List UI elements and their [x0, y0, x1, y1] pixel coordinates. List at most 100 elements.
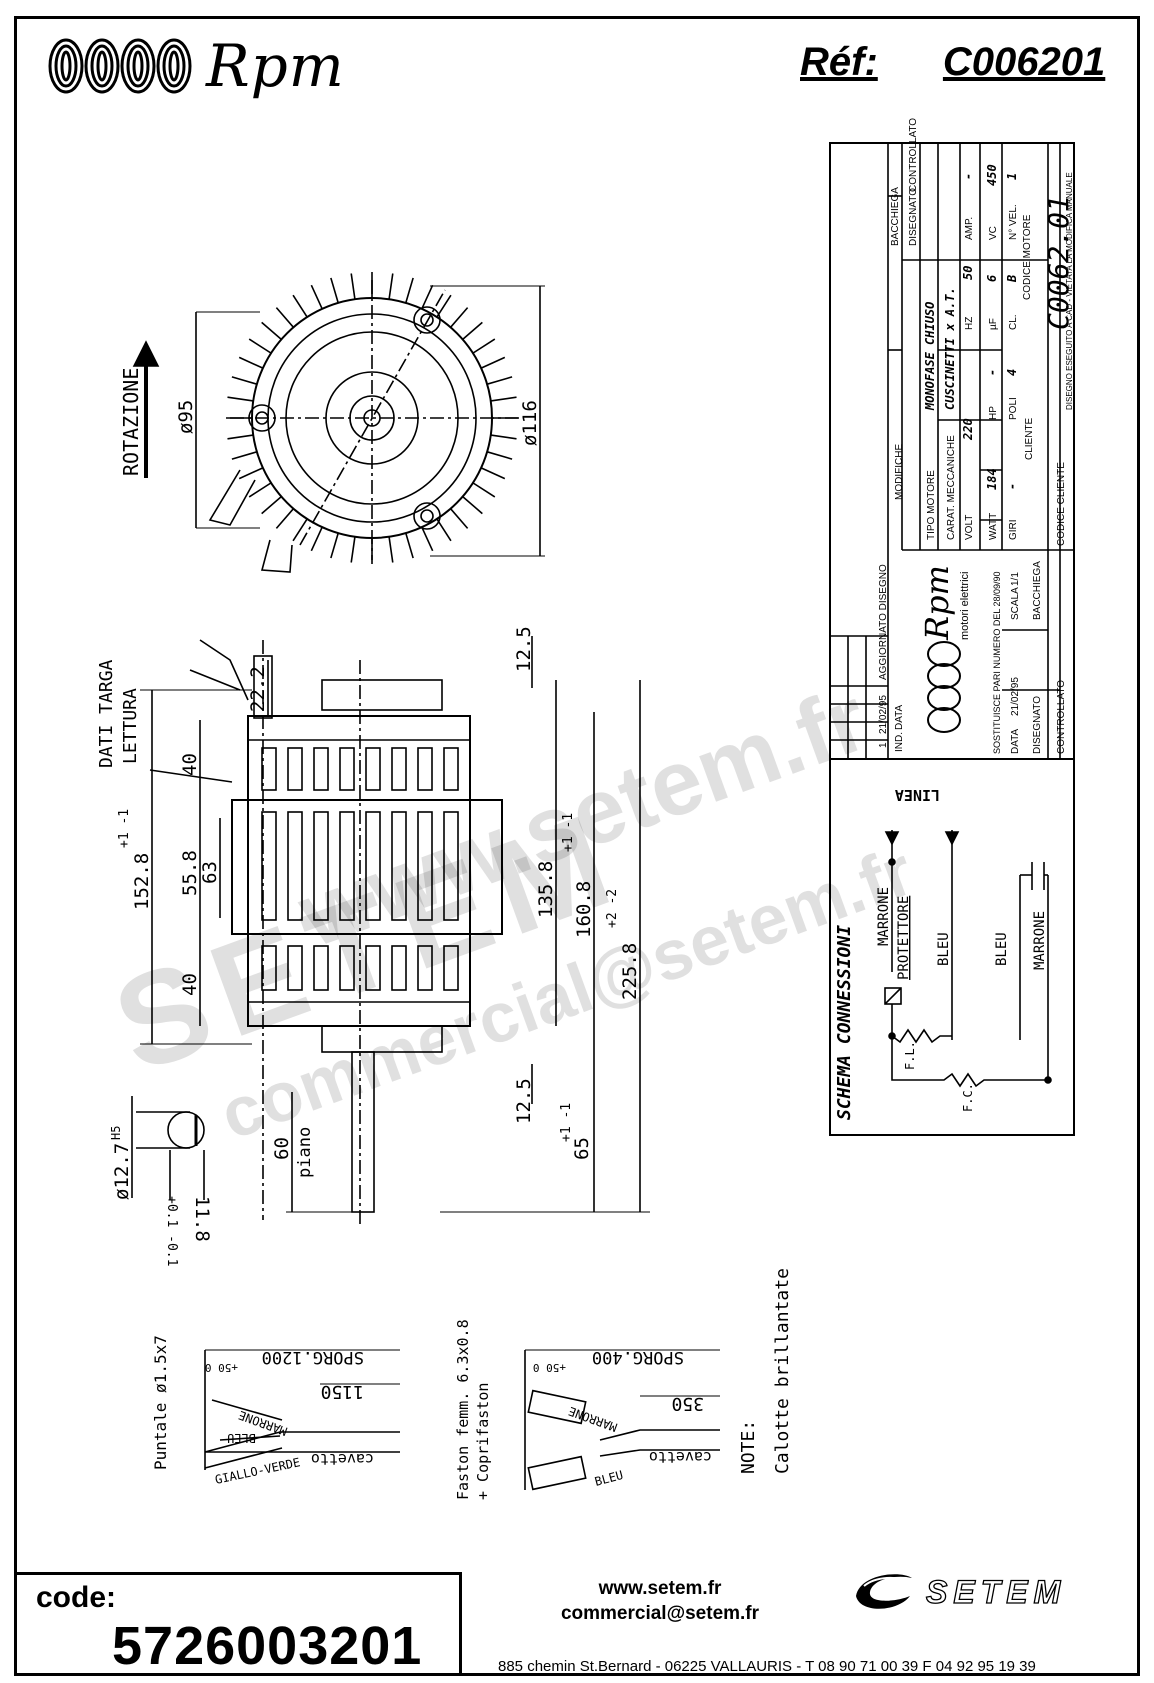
- dim-65: 65: [571, 1137, 593, 1160]
- piano-label: piano: [295, 1127, 315, 1178]
- fin: [405, 532, 414, 559]
- dim-63: 63: [199, 861, 221, 884]
- fin: [490, 434, 517, 440]
- fin: [486, 376, 513, 385]
- tb-carat: CARAT. MECCANICHE: [946, 435, 957, 540]
- fin: [449, 508, 469, 529]
- slot: [391, 811, 407, 921]
- fin: [472, 482, 496, 498]
- fin: [421, 526, 434, 552]
- slot: [339, 945, 355, 991]
- fin: [275, 307, 295, 328]
- tb-uf: µF: [988, 318, 999, 330]
- slot: [443, 811, 459, 921]
- tb-hz: HZ: [964, 317, 975, 330]
- code-value: 5726003201: [112, 1616, 423, 1676]
- fin: [462, 495, 483, 515]
- schema-protettore: PROTETTORE: [896, 896, 912, 980]
- dim-152: 152.8: [131, 853, 153, 910]
- tb-poli-val: 4: [1005, 369, 1019, 376]
- tb-sostituisce: SOSTITUISCE PARI NUMERO DEL 28/09/90: [992, 571, 1002, 754]
- connection-schema: [829, 758, 1075, 1136]
- sporg-400: SPORG.400: [592, 1347, 684, 1367]
- schema-marrone1: MARRONE: [876, 887, 892, 946]
- tb-vc-val: 450: [985, 164, 999, 186]
- tb-aggiornato: AGGIORNATO DISEGNO: [878, 564, 889, 680]
- slot: [313, 811, 329, 921]
- tb-volt: VOLT: [964, 515, 975, 540]
- tb-amp: AMP.: [964, 217, 975, 240]
- dim-40-top: 40: [179, 753, 201, 776]
- tb-vc: VC: [988, 226, 999, 240]
- reference: Réf: C006201: [800, 40, 1105, 85]
- fin: [350, 536, 356, 563]
- slot: [417, 945, 433, 991]
- dim-12-top: 12.5: [513, 626, 535, 672]
- setem-wordmark: SETEM: [925, 1573, 1067, 1610]
- tb-giri-val: -: [1005, 483, 1019, 490]
- fin: [310, 526, 323, 552]
- tb-hz-val: 50: [961, 266, 975, 280]
- tb-motori: motori elettrici: [959, 572, 971, 640]
- address: 885 chemin St.Bernard - 06225 VALLAURIS …: [498, 1658, 1036, 1675]
- fin: [292, 294, 308, 318]
- slot: [261, 811, 277, 921]
- slot: [443, 747, 459, 791]
- fin: [405, 277, 414, 304]
- tb-cliente: CLIENTE: [1024, 417, 1035, 460]
- tb-bacchiega-hdr: BACCHIEGA: [890, 187, 901, 246]
- fin: [350, 273, 356, 300]
- fin: [310, 284, 323, 310]
- schema-bleu1: BLEU: [936, 932, 952, 966]
- dim-40-bottom: 40: [179, 973, 201, 996]
- slot: [261, 747, 277, 791]
- cable-drawing-1: [204, 1349, 400, 1470]
- slot: [365, 747, 381, 791]
- cable1-giallo: GIALLO-VERDE: [214, 1455, 302, 1487]
- cable2-cavetto: cavetto: [649, 1448, 712, 1466]
- contact-block: www.setem.fr commercial@setem.fr: [500, 1576, 820, 1626]
- tb-controllato-hdr: CONTROLLATO: [908, 118, 919, 192]
- slot: [287, 945, 303, 991]
- tb-volt-val: 220: [961, 418, 975, 441]
- note-label: NOTE:: [738, 1420, 759, 1474]
- tb-hp: HP: [988, 406, 999, 420]
- fin: [238, 467, 264, 480]
- slot: [287, 747, 303, 791]
- cable1-bleu: BLEU: [227, 1431, 256, 1445]
- slot: [261, 945, 277, 991]
- slot: [417, 747, 433, 791]
- fin: [292, 518, 308, 542]
- fin: [261, 321, 282, 341]
- tb-scala-val: 1/1: [1010, 572, 1021, 586]
- fin: [480, 467, 506, 480]
- fin: [227, 396, 254, 402]
- schema-title: SCHEMA CONNESSIONI: [834, 925, 855, 1120]
- tb-cl-val: B: [1005, 275, 1019, 283]
- fin: [436, 518, 452, 542]
- fin: [261, 495, 282, 515]
- website-link[interactable]: www.setem.fr: [598, 1578, 722, 1599]
- code-label: code:: [36, 1581, 117, 1614]
- fin: [436, 294, 452, 318]
- sporg-1200: SPORG.1200: [262, 1347, 364, 1367]
- dim-65-tol: +1 -1: [559, 1103, 574, 1142]
- dim-12-bottom: 12.5: [513, 1078, 535, 1124]
- schema-marrone2: MARRONE: [1032, 911, 1048, 970]
- fin: [388, 536, 394, 563]
- tb-modifiche: MODIFICHE: [894, 444, 905, 500]
- note-text: Calotte brillantate: [772, 1268, 793, 1474]
- slot: [339, 811, 355, 921]
- schema-fc: F.C.: [961, 1083, 975, 1112]
- h5-label: H5: [109, 1126, 123, 1140]
- tb-codice-motore-val: C0062.01: [1042, 195, 1075, 330]
- rpm-logo: Rpm: [46, 32, 345, 100]
- setem-logo: SETEM: [850, 1566, 1066, 1618]
- schema-linea: LINEA: [895, 786, 940, 804]
- email-link[interactable]: commercial@setem.fr: [560, 1603, 760, 1624]
- tb-data2-val: 21/02/95: [1010, 677, 1021, 716]
- dim-118: 11.8: [191, 1196, 213, 1242]
- dim-118-tol: +0.1 -0.1: [164, 1196, 179, 1266]
- cable-drawing-2: [524, 1349, 720, 1491]
